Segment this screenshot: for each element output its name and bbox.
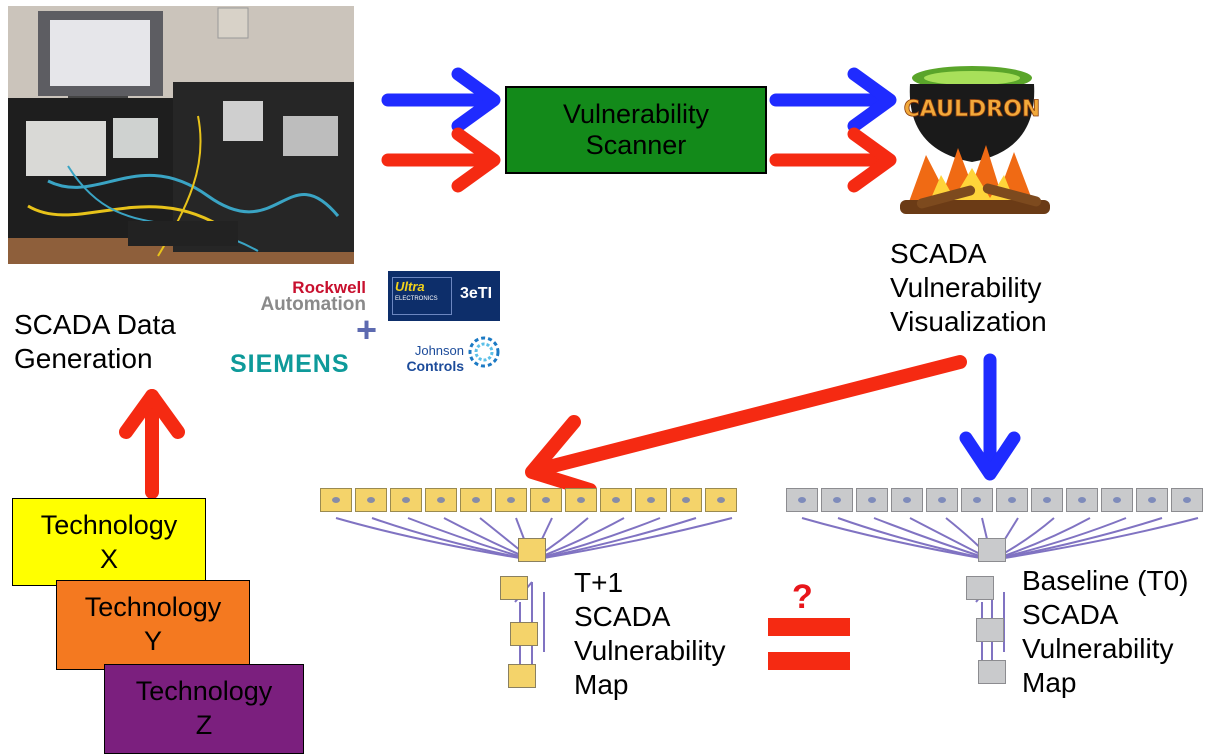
siemens-logo: SIEMENS (230, 350, 350, 378)
caption-line: Vulnerability (1022, 633, 1174, 664)
vulnerability-scanner-label: Vulnerability Scanner (562, 99, 710, 160)
technology-x-box: Technology X (12, 498, 206, 586)
blue-arrow-to-cauldron (769, 67, 897, 133)
red-arrow-to-scanner (381, 127, 501, 193)
johnson-controls-logo: Johnson Controls (388, 332, 504, 384)
caption-line: SCADA Data (14, 309, 176, 340)
cauldron-logo-text: CAULDRON (904, 97, 1041, 122)
caption-line: SCADA (1022, 599, 1119, 630)
caption-line: T+1 (574, 567, 624, 598)
t1-map-caption: T+1 SCADA Vulnerability Map (574, 566, 725, 702)
red-arrow-up-to-data-generation (119, 389, 185, 499)
caption-line: SCADA (890, 238, 987, 269)
technology-y-box: Technology Y (56, 580, 250, 670)
rockwell-automation-logo: Rockwell Automation (260, 278, 366, 315)
caption-line: Vulnerability (890, 272, 1042, 303)
plus-sign: + (356, 309, 378, 350)
blue-arrow-to-scanner (381, 67, 501, 133)
scada-testbed-photo (8, 6, 354, 264)
t1-vulnerability-map-graphic (320, 488, 740, 698)
comparison-question-mark: ? (792, 578, 813, 616)
cauldron-caption: SCADA Vulnerability Visualization (890, 237, 1047, 339)
red-arrow-to-cauldron (769, 127, 897, 193)
baseline-map-node-row (786, 488, 1206, 512)
blue-arrow-to-baseline-map (959, 353, 1021, 481)
baseline-map-caption: Baseline (T0) SCADA Vulnerability Map (1022, 564, 1189, 700)
johnson-controls-swirl-icon (468, 336, 500, 368)
equals-sign (768, 618, 850, 672)
ultra-3eti-logo: Ultra ELECTRONICS 3eTI (388, 271, 500, 321)
technology-z-box: Technology Z (104, 664, 304, 754)
baseline-vulnerability-map-graphic (786, 488, 1206, 698)
red-arrow-to-t1-map (525, 355, 967, 497)
caption-line: Visualization (890, 306, 1047, 337)
vulnerability-scanner-box: Vulnerability Scanner (505, 86, 767, 174)
equals-bar-bottom (768, 652, 850, 670)
t1-map-node-row (320, 488, 740, 512)
caption-line: Generation (14, 343, 153, 374)
cauldron-logo: CAULDRON (900, 66, 1050, 214)
caption-line: SCADA (574, 601, 671, 632)
caption-line: Map (574, 669, 629, 700)
caption-line: Vulnerability (574, 635, 726, 666)
caption-line: Map (1022, 667, 1077, 698)
data-generation-caption: SCADA Data Generation (14, 308, 176, 376)
equals-bar-top (768, 618, 850, 636)
caption-line: Baseline (T0) (1022, 565, 1189, 596)
